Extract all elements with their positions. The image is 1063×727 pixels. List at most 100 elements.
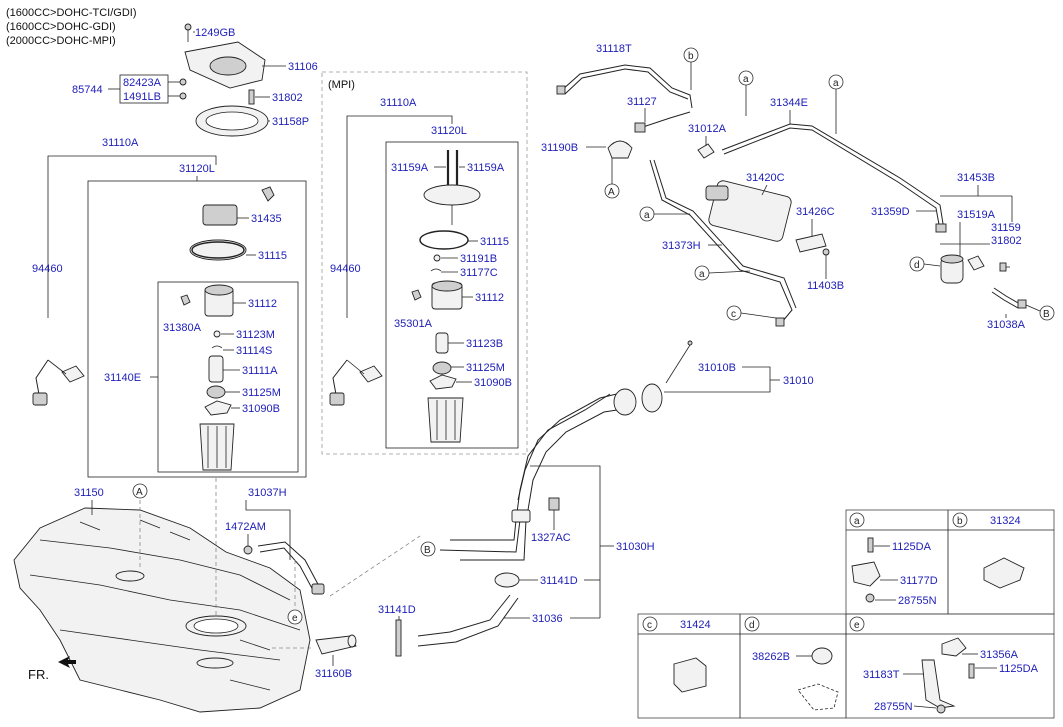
- label-31141D-right: 31141D: [540, 575, 578, 587]
- label-31127: 31127: [627, 96, 657, 108]
- label-31038A: 31038A: [987, 319, 1026, 331]
- legend-e-key-circle: [849, 616, 865, 632]
- breather-hose: [243, 541, 325, 608]
- label-31114S: 31114S: [236, 345, 272, 357]
- label-31037H: 31037H: [248, 487, 287, 499]
- legend-b-key: b: [957, 516, 963, 527]
- filler-pipe-lower: [315, 634, 357, 655]
- legend-d-38262B: 38262B: [752, 651, 790, 663]
- svg-text:b: b: [688, 51, 694, 62]
- pump-mpi-parts: [411, 150, 481, 443]
- callout-c-1: c: [726, 305, 777, 321]
- label-31435: 31435: [251, 213, 282, 225]
- label-1472AM: 1472AM: [225, 521, 266, 533]
- legend-a-1125DA: 1125DA: [892, 541, 932, 553]
- label-31359D: 31359D: [871, 206, 910, 218]
- label-31115-mpi: 31115: [480, 236, 509, 248]
- label-94460-left: 94460: [32, 263, 63, 275]
- label-31112-mpi: 31112: [475, 292, 504, 304]
- sender-left: [32, 359, 85, 406]
- callout-A-1: A: [604, 158, 620, 199]
- callout-a-1: a: [738, 70, 754, 116]
- cover-plate-group: [179, 23, 269, 137]
- label-31125M-mpi: 31125M: [466, 362, 505, 374]
- mpi-label: (MPI): [328, 79, 355, 91]
- legend-b-31324: 31324: [990, 515, 1021, 527]
- label-11403B: 11403B: [807, 280, 844, 292]
- svg-text:A: A: [608, 187, 615, 198]
- label-31123M: 31123M: [236, 329, 275, 341]
- filler-neck: [395, 340, 693, 657]
- label-31123B: 31123B: [466, 338, 503, 350]
- legend-a-key-circle: [849, 512, 865, 528]
- legend-e-31183T: 31183T: [863, 669, 900, 681]
- label-31010B: 31010B: [698, 362, 736, 374]
- fuel-tank: [13, 507, 311, 713]
- legend-d-clip-drawing: [797, 647, 839, 711]
- callout-A-2: A: [132, 483, 148, 499]
- label-31111A: 31111A: [242, 365, 278, 377]
- legend-d-key-circle: [744, 616, 760, 632]
- legend-table: [637, 509, 1055, 719]
- vapor-line-group: [556, 64, 947, 327]
- callout-B-2: B: [420, 541, 436, 557]
- legend-e-drawing: [921, 637, 975, 714]
- front-arrow-icon: [58, 656, 76, 668]
- label-31106: 31106: [288, 61, 318, 73]
- variant-line-2: (1600CC>DOHC-GDI): [6, 21, 116, 33]
- label-31373H: 31373H: [662, 240, 701, 252]
- label-35301A: 35301A: [394, 318, 433, 330]
- label-31150: 31150: [74, 487, 104, 499]
- mpi-box: [321, 71, 528, 455]
- label-31090B-mpi: 31090B: [474, 377, 512, 389]
- label-1249GB: 1249GB: [195, 27, 235, 39]
- svg-text:B: B: [424, 545, 431, 556]
- legend-a-drawing: [851, 537, 881, 603]
- variant-line-3: (2000CC>DOHC-MPI): [6, 35, 116, 47]
- label-31125M-left: 31125M: [242, 387, 281, 399]
- label-31177C: 31177C: [460, 267, 498, 279]
- label-31159A-2: 31159A: [467, 162, 505, 174]
- label-31380A: 31380A: [163, 322, 202, 334]
- label-31344E: 31344E: [770, 97, 808, 109]
- legend-a-key: a: [854, 516, 860, 527]
- valve-cluster-right: [940, 222, 1027, 309]
- legend-c-31424: 31424: [680, 619, 711, 631]
- legend-d-key: d: [749, 620, 755, 631]
- label-31118T: 31118T: [596, 43, 632, 55]
- label-31160B: 31160B: [315, 668, 352, 680]
- label-31112-left: 31112: [248, 298, 277, 310]
- label-31030H: 31030H: [616, 541, 655, 553]
- label-31802-right: 31802: [991, 235, 1022, 247]
- svg-text:B: B: [1043, 309, 1050, 320]
- svg-text:a: a: [644, 210, 650, 221]
- label-31120L-mpi: 31120L: [431, 125, 467, 137]
- label-31036: 31036: [532, 613, 563, 625]
- label-31159-right: 31159: [991, 222, 1021, 234]
- svg-text:A: A: [136, 487, 143, 498]
- label-31802-top: 31802: [272, 92, 303, 104]
- callout-B-1: B: [1025, 304, 1055, 321]
- svg-text:c: c: [731, 309, 736, 320]
- pump-left-parts: [180, 186, 275, 471]
- label-31110A-mpi: 31110A: [380, 97, 417, 109]
- label-31420C: 31420C: [746, 172, 785, 184]
- callout-d-1: d: [909, 256, 941, 272]
- label-31012A: 31012A: [688, 123, 727, 135]
- svg-text:a: a: [699, 269, 705, 280]
- label-31159A-1: 31159A: [391, 162, 429, 174]
- label-31010: 31010: [783, 375, 814, 387]
- legend-c-key: c: [647, 620, 652, 631]
- callout-a-3: a: [639, 206, 690, 222]
- svg-text:e: e: [292, 613, 298, 624]
- label-31141D-bottom: 31141D: [378, 604, 416, 616]
- label-31140E: 31140E: [104, 372, 141, 384]
- label-31158P: 31158P: [272, 116, 309, 128]
- legend-e-28755N: 28755N: [874, 701, 913, 713]
- label-31120L-left: 31120L: [179, 163, 215, 175]
- label-31191B: 31191B: [460, 253, 497, 265]
- legend-e-1125DA: 1125DA: [999, 663, 1039, 675]
- label-82423A: 82423A: [123, 77, 162, 89]
- legend-e-31356A: 31356A: [980, 649, 1019, 661]
